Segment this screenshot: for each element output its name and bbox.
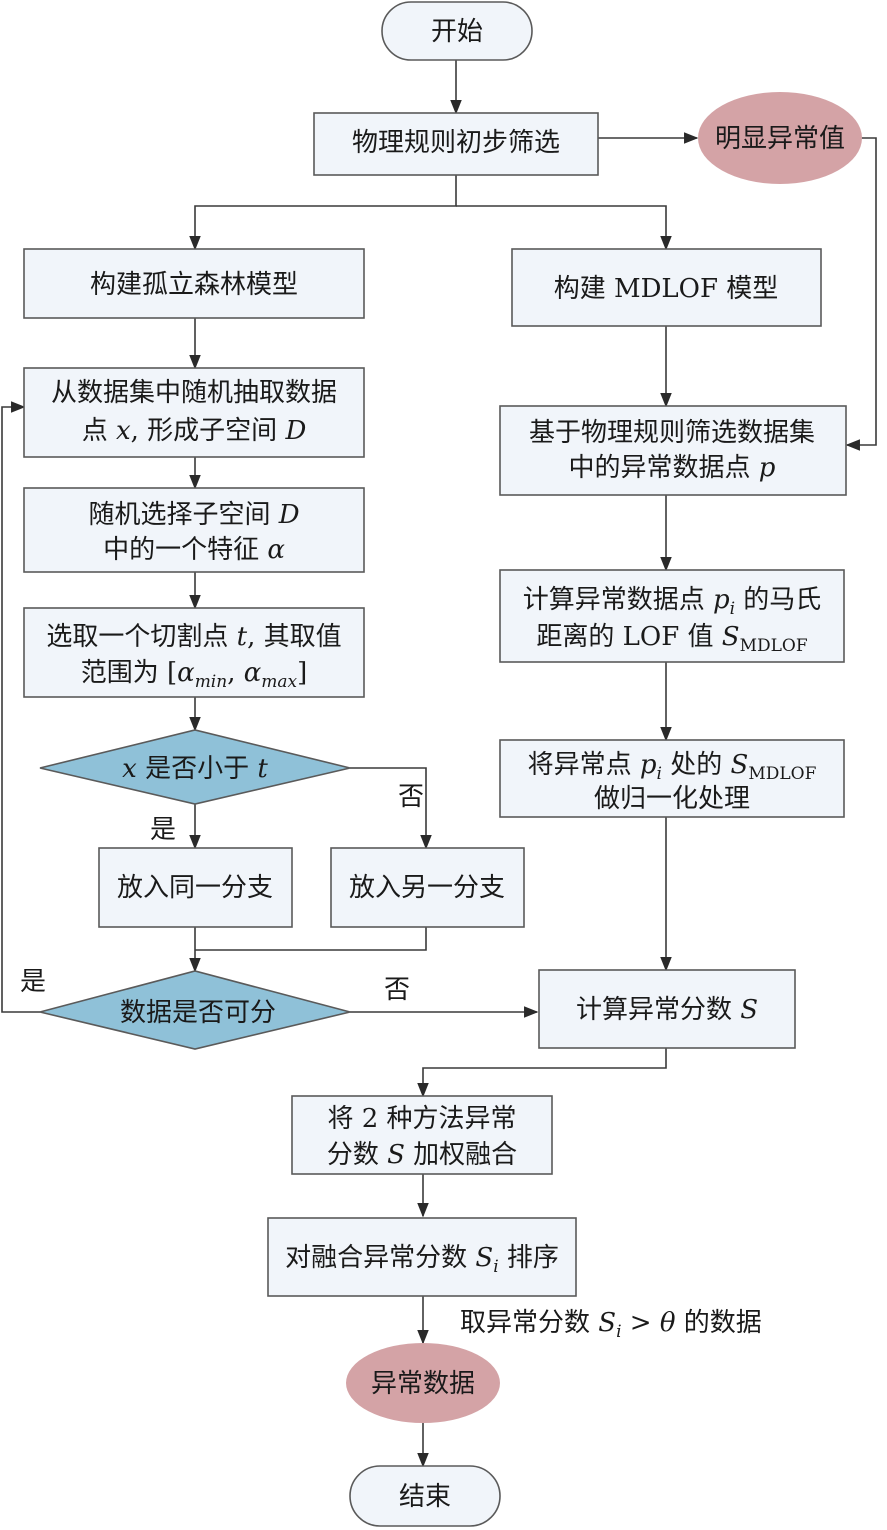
physics-filter-label: 物理规则初步筛选: [352, 128, 560, 158]
other-branch-label: 放入另一分支: [349, 873, 505, 903]
norm-line1: 将异常点 pi 处的 SMDLOF: [528, 750, 817, 784]
label-separable-yes: 是: [20, 967, 46, 997]
end-label: 结束: [399, 1482, 451, 1512]
fuse-line1: 将 2 种方法异常: [327, 1104, 516, 1134]
same-branch-node: 放入同一分支: [98, 847, 293, 928]
weighted-fusion-node: 将 2 种方法异常 分数 S 加权融合: [291, 1095, 553, 1175]
label-no-branch: 否: [398, 782, 424, 812]
end-node: 结束: [349, 1465, 501, 1527]
mahal-line1: 计算异常数据点 pi 的马氏: [523, 585, 822, 619]
normalize-node: 将异常点 pi 处的 SMDLOF 做归一化处理: [499, 739, 845, 818]
cut-point-node: 选取一个切割点 t, 其取值 范围为 [αmin, αmax]: [23, 607, 365, 698]
sample-subspace-node: 从数据集中随机抽取数据 点 x, 形成子空间 D: [23, 367, 365, 458]
filter-dataset-node: 基于物理规则筛选数据集 中的异常数据点 p: [499, 405, 847, 496]
edges: [1, 60, 877, 1468]
edge-filter-to-mdlof: [456, 205, 672, 251]
fuse-line2: 分数 S 加权融合: [327, 1140, 517, 1170]
edge-separable-yes-loop: [1, 401, 40, 1013]
select-feature-node: 随机选择子空间 D 中的一个特征 α: [23, 487, 365, 573]
obvious-outlier-label: 明显异常值: [715, 124, 845, 154]
score-label: 计算异常分数 S: [576, 995, 758, 1025]
edge-obvious-to-filterset: [845, 137, 877, 451]
threshold-label: 取异常分数 Si > θ 的数据: [460, 1308, 762, 1342]
start-label: 开始: [431, 17, 483, 47]
label-yes-branch: 是: [150, 815, 176, 845]
build-iforest-label: 构建孤立森林模型: [90, 270, 298, 300]
mahal-lof-node: 计算异常数据点 pi 的马氏 距离的 LOF 值 SMDLOF: [499, 569, 845, 663]
other-branch-node: 放入另一分支: [330, 847, 525, 928]
mahal-line2: 距离的 LOF 值 SMDLOF: [536, 622, 807, 656]
edge-score-to-fuse: [417, 1048, 667, 1098]
build-iforest-node: 构建孤立森林模型: [23, 248, 365, 319]
compute-score-node: 计算异常分数 S: [538, 969, 796, 1049]
feature-line2: 中的一个特征 α: [103, 535, 285, 565]
sort-node: 对融合异常分数 Si 排序: [267, 1217, 577, 1297]
separable-label: 数据是否可分: [120, 998, 276, 1028]
start-node: 开始: [381, 1, 533, 61]
feature-line1: 随机选择子空间 D: [88, 500, 299, 530]
cut-line2: 范围为 [αmin, αmax]: [81, 658, 308, 692]
filter-line2: 中的异常数据点 p: [569, 453, 776, 483]
norm-line2: 做归一化处理: [594, 784, 750, 814]
same-branch-label: 放入同一分支: [117, 873, 273, 903]
sort-label: 对融合异常分数 Si 排序: [285, 1243, 559, 1277]
cut-line1: 选取一个切割点 t, 其取值: [46, 622, 341, 652]
edge-decision-no: [350, 767, 432, 850]
physics-filter-node: 物理规则初步筛选: [313, 112, 599, 176]
filter-line1: 基于物理规则筛选数据集: [529, 418, 815, 448]
decision-label: x 是否小于 t: [122, 754, 268, 784]
anomaly-data-node: 异常数据: [346, 1343, 500, 1423]
decision-separable: 数据是否可分: [39, 970, 351, 1050]
sample-line2: 点 x, 形成子空间 D: [82, 416, 307, 446]
decision-x-less-t: x 是否小于 t: [39, 729, 351, 805]
edge-other-to-merge: [195, 927, 427, 951]
sample-line1: 从数据集中随机抽取数据: [51, 378, 337, 408]
build-mdlof-node: 构建 MDLOF 模型: [511, 248, 822, 327]
edge-filter-split: [189, 175, 457, 251]
build-mdlof-label: 构建 MDLOF 模型: [554, 274, 779, 304]
obvious-outlier-node: 明显异常值: [698, 92, 862, 184]
anomaly-label: 异常数据: [371, 1369, 475, 1399]
label-separable-no: 否: [384, 975, 410, 1005]
